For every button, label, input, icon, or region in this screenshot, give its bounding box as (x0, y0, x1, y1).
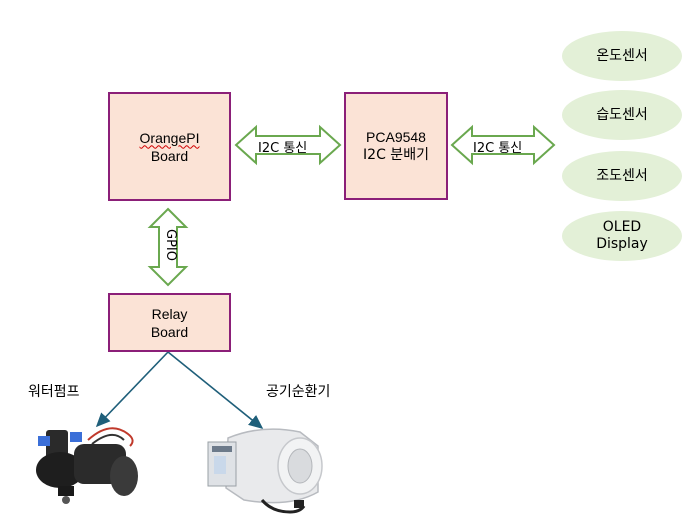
pca-sublabel: I2C 분배기 (363, 147, 429, 163)
sensor-label: 습도센서 (596, 106, 648, 123)
air-fan-image (207, 428, 323, 514)
relay-to-pump-line (95, 351, 169, 428)
orangepi-sublabel: Board (150, 147, 189, 164)
i2c-arrow-left (234, 124, 342, 166)
gpio-arrow (147, 207, 189, 287)
temperature-sensor-node: 온도센서 (562, 31, 682, 81)
pump-label: 워터펌프 (28, 384, 80, 400)
water-pump-image (36, 427, 138, 504)
i2c-arrow-right (450, 124, 556, 166)
pca-label: PCA9548 (366, 129, 426, 145)
fan-label: 공기순환기 (266, 384, 331, 400)
oled-display-node: OLED Display (562, 211, 682, 261)
pca9548-node: PCA9548 I2C 분배기 (344, 92, 448, 200)
orangepi-board-node: OrangePI Board (108, 92, 231, 201)
light-sensor-node: 조도센서 (562, 151, 682, 201)
relay-label: Relay (151, 305, 188, 322)
relay-sublabel: Board (150, 323, 189, 340)
sensor-label: 온도센서 (596, 47, 648, 64)
sensor-label: 조도센서 (596, 167, 648, 184)
relay-board-node: Relay Board (108, 293, 231, 352)
orangepi-label: OrangePI (139, 129, 200, 146)
sensor-sublabel: Display (596, 236, 648, 252)
sensor-label: OLED (602, 219, 642, 235)
i2c-right-label: I2C 통신 (473, 141, 523, 156)
i2c-left-label: I2C 통신 (258, 141, 308, 156)
humidity-sensor-node: 습도센서 (562, 90, 682, 140)
gpio-label: GPIO (163, 229, 178, 261)
relay-to-fan-line (167, 351, 264, 430)
